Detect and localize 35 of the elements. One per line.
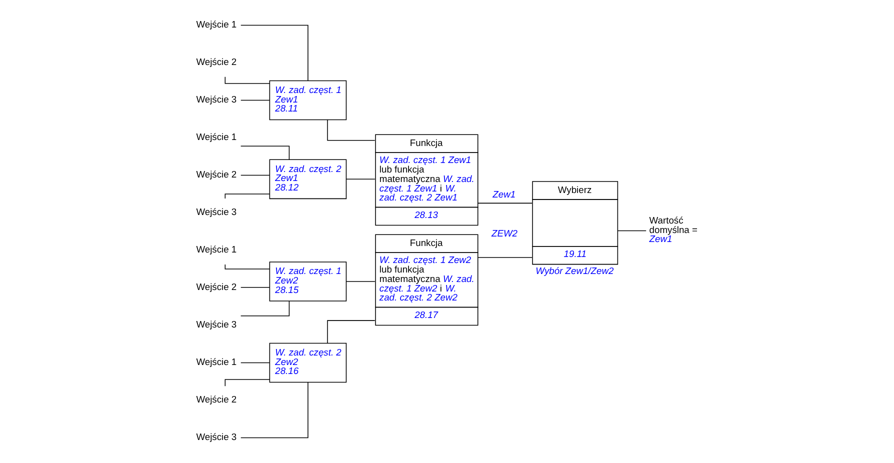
connector — [617, 230, 646, 232]
connector — [240, 300, 290, 316]
connector — [477, 257, 532, 258]
connector — [240, 146, 290, 160]
node-box: W. zad. częst. 2 Zew2 28.16 — [269, 342, 347, 383]
node-label: Wybór Zew1/Zew2 — [536, 266, 614, 276]
edge-label: Zew1 — [492, 190, 516, 200]
connector — [240, 382, 308, 438]
node-text: Wejście 2 — [196, 394, 237, 405]
node-text: Wejście 2 — [196, 170, 237, 180]
node-text: Wejście 3 — [196, 432, 237, 442]
node-text: Wejście 1 — [196, 20, 237, 30]
connector — [327, 320, 376, 344]
node-box: W. zad. częst. 1 Zew2 28.15 — [269, 262, 347, 302]
node-text: Wartość domyślna = Zew1 — [649, 215, 698, 244]
node-box: W. zad. częst. 1 Zew1 28.11 — [269, 80, 347, 120]
node-text: Wejście 1 — [196, 357, 237, 368]
node-text: Wejście 1 — [196, 244, 237, 255]
node-text: Wejście 1 — [196, 132, 237, 142]
node-text: Wejście 2 — [196, 282, 237, 292]
node-text: Wejście 3 — [196, 94, 237, 105]
connector — [240, 24, 308, 81]
connector — [240, 174, 270, 176]
connector — [346, 178, 376, 180]
node-box: W. zad. częst. 2 Zew1 28.12 — [269, 159, 347, 200]
node-text: Wejście 3 — [196, 320, 237, 330]
connector — [346, 281, 376, 282]
connector — [477, 202, 532, 204]
edge-label: ZEW2 — [492, 228, 518, 239]
connector — [240, 100, 270, 101]
node-text: Wejście 3 — [196, 207, 237, 218]
connector — [327, 119, 376, 141]
connector — [240, 362, 270, 364]
connector — [240, 286, 270, 288]
node-text: Wejście 2 — [196, 57, 237, 68]
